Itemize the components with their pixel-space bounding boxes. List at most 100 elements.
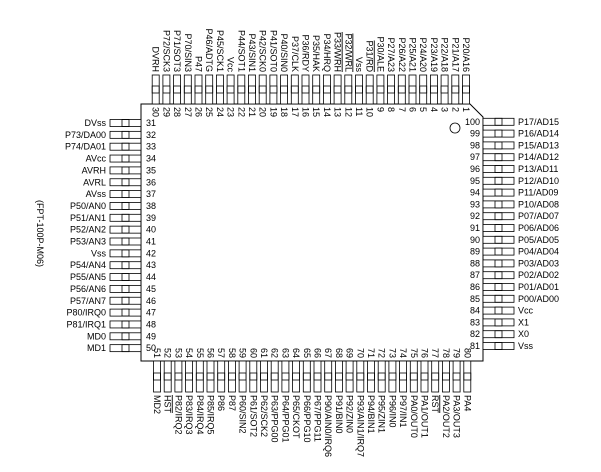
pin-lead-mark xyxy=(121,273,130,281)
pin-number: 39 xyxy=(146,213,156,223)
pin-lead xyxy=(482,141,515,150)
pin-name: Vss xyxy=(91,248,107,258)
pin-lead-mark xyxy=(494,212,503,221)
pin-lead xyxy=(109,332,142,341)
pin-number: 15 xyxy=(311,107,321,117)
pin-name: P07/AD07 xyxy=(518,211,559,221)
pin-lead xyxy=(463,360,472,393)
pin-number: 55 xyxy=(195,348,205,358)
pin-name: P27/A23 xyxy=(386,37,396,72)
pin-name: P97/IN1 xyxy=(398,395,408,428)
pin-lead-mark xyxy=(429,85,438,94)
pin-lead-mark xyxy=(153,372,161,381)
pin-name: P23/A19 xyxy=(429,37,439,72)
pin-lead-mark xyxy=(121,225,130,234)
pin-number: 49 xyxy=(146,331,156,341)
pin-name: P25/A21 xyxy=(408,37,418,72)
pin-name: P74/DA01 xyxy=(65,142,106,152)
pin-number: 41 xyxy=(146,237,156,247)
pin-lead xyxy=(194,74,203,105)
pin-number: 85 xyxy=(470,294,480,304)
pin-lead xyxy=(215,74,224,105)
pin-lead xyxy=(206,360,215,393)
pin-name: P32/WRL xyxy=(343,33,353,72)
pin-name: P02/AD02 xyxy=(518,270,559,280)
pin-lead-mark xyxy=(174,372,183,381)
pin-lead-mark xyxy=(205,85,214,94)
pin-lead xyxy=(109,296,142,305)
pin-name: DVss xyxy=(84,118,106,128)
pin-name: P81/IRQ1 xyxy=(66,319,106,329)
pin-name: AVcc xyxy=(86,154,107,164)
pin-lead-mark xyxy=(249,372,258,381)
pin-number: 81 xyxy=(470,341,480,351)
pin-lead-mark xyxy=(121,261,130,270)
pin-lead xyxy=(260,360,268,393)
pin-number: 80 xyxy=(462,348,472,358)
pin-lead-mark xyxy=(121,296,130,305)
pin-number: 50 xyxy=(146,343,156,353)
pin-number: 21 xyxy=(247,107,257,117)
pin-name: Vcc xyxy=(226,57,236,73)
pin-number: 72 xyxy=(377,348,387,358)
pin-number: 44 xyxy=(146,272,156,282)
pin-name: P42/SCK0 xyxy=(258,30,268,72)
pin-lead xyxy=(355,74,363,105)
pin-lead xyxy=(482,176,515,185)
pin-lead xyxy=(440,74,449,105)
pin-name: P41/SOT0 xyxy=(268,30,278,72)
pin-number: 74 xyxy=(398,348,408,358)
pin-number: 8 xyxy=(386,107,396,112)
pin-number: 52 xyxy=(163,348,173,358)
pin-name: P93/AIN1/IRQ7 xyxy=(355,395,365,457)
pin-name: P85/IRQ5 xyxy=(206,395,216,435)
pin-lead-mark xyxy=(121,154,130,163)
pin-lead-mark xyxy=(440,85,449,94)
pin-number: 73 xyxy=(387,348,397,358)
pin-lead xyxy=(292,360,301,393)
pin-number: 33 xyxy=(146,142,156,152)
pin-lead-mark xyxy=(367,372,375,381)
pin-lead xyxy=(302,360,311,393)
pin-lead-mark xyxy=(494,176,503,185)
pin-name: AVRL xyxy=(83,177,106,187)
pin-number: 18 xyxy=(279,107,289,117)
pin-name: P40/SIN0 xyxy=(279,33,289,72)
pin-lead xyxy=(344,74,353,105)
pin-name: P05/AD05 xyxy=(518,235,559,245)
pin-lead xyxy=(388,360,397,393)
pin-lead-mark xyxy=(419,85,428,94)
pin-number: 91 xyxy=(470,223,480,233)
pin-lead xyxy=(185,360,194,393)
pin-lead-mark xyxy=(151,85,160,94)
pin-lead xyxy=(109,213,142,222)
pin-number: 29 xyxy=(161,107,171,117)
pin-lead-mark xyxy=(334,372,343,381)
pin-number: 17 xyxy=(290,107,300,117)
pin-name: P53/AN3 xyxy=(70,237,106,247)
pin-number: 89 xyxy=(470,247,480,257)
pin1-index-mark xyxy=(449,122,461,134)
pin-lead-mark xyxy=(387,85,396,94)
pin-lead xyxy=(431,360,440,393)
pin-number: 61 xyxy=(259,348,269,358)
pin-number: 3 xyxy=(440,107,450,112)
